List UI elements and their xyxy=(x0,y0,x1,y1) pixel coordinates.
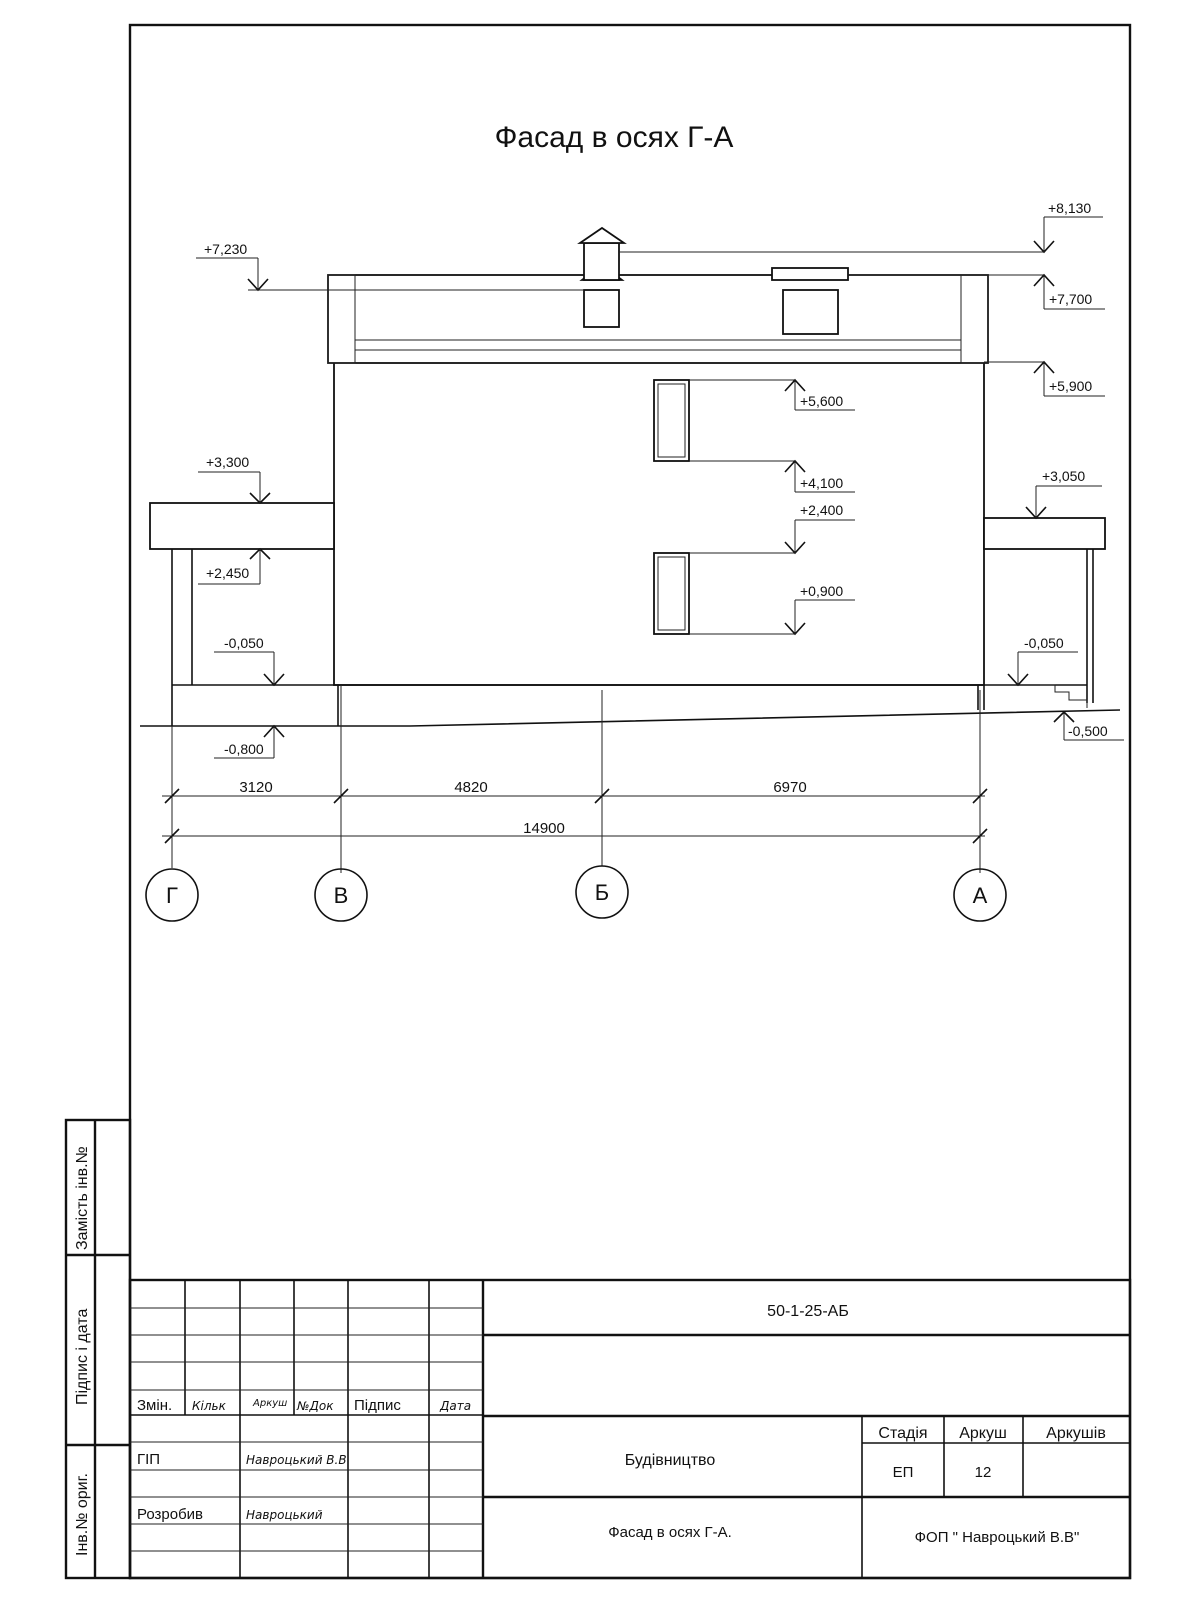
hdr-date: Дата xyxy=(439,1399,471,1413)
stage-label: Стадія xyxy=(878,1425,927,1442)
axis-label-g: Г xyxy=(166,883,178,908)
stamp-orig: Інв.№ ориг. xyxy=(74,1473,91,1556)
hdr-count: Кільк xyxy=(192,1399,227,1413)
drawing-title: Фасад в осях Г-А xyxy=(495,121,734,154)
stamp-replace: Замість інв.№ xyxy=(74,1146,91,1250)
axis-label-b: Б xyxy=(595,880,609,905)
hdr-sign: Підпис xyxy=(354,1397,401,1414)
dimension-lines: 3120 4820 6970 14900 xyxy=(162,685,988,873)
level-ground-right: -0,500 xyxy=(1068,723,1108,739)
window-lower xyxy=(653,552,690,635)
sheet-name: Фасад в осях Г-А. xyxy=(608,1524,732,1541)
right-canopy xyxy=(983,517,1106,550)
name-developer: Навроцький xyxy=(246,1508,323,1522)
axis-circle-b xyxy=(575,865,629,919)
dim-4820: 4820 xyxy=(454,779,487,796)
sheet-label: Аркуш xyxy=(959,1425,1007,1442)
ground-line xyxy=(140,709,1121,727)
stamp-sign-date: Підпис і дата xyxy=(74,1309,91,1405)
roof-vent-cap xyxy=(771,267,849,281)
level-ground-left: -0,800 xyxy=(224,741,264,757)
stage-value: ЕП xyxy=(893,1464,914,1481)
hdr-change: Змін. xyxy=(137,1397,172,1414)
level-win1-top: +2,400 xyxy=(800,502,843,518)
chimney xyxy=(583,289,620,328)
level-marks: +8,130 +7,700 +7,230 +5,900 +5,600 +4,10… xyxy=(196,200,1124,759)
construction-label: Будівництво xyxy=(625,1452,716,1469)
level-floor-right: -0,050 xyxy=(1024,635,1064,651)
window-lower-inner xyxy=(657,556,686,631)
sheet-value: 12 xyxy=(975,1464,992,1481)
window-upper xyxy=(653,379,690,462)
level-canopy-left-top: +3,300 xyxy=(206,454,249,470)
level-floor-left: -0,050 xyxy=(224,635,264,651)
axis-markers: Г В Б А xyxy=(145,865,1007,922)
dim-3120: 3120 xyxy=(239,779,272,796)
axis-label-a: А xyxy=(973,883,988,908)
level-win2-bottom: +4,100 xyxy=(800,475,843,491)
level-canopy-right-top: +3,050 xyxy=(1042,468,1085,484)
steps xyxy=(1040,684,1088,708)
role-developer: Розробив xyxy=(137,1506,203,1523)
level-roof-left: +7,230 xyxy=(204,241,247,257)
side-stamp: Замість інв.№ Підпис і дата Інв.№ ориг. xyxy=(64,1118,132,1580)
building-elevation xyxy=(140,226,1121,727)
roof-vent xyxy=(782,289,839,335)
level-canopy-left-bottom: +2,450 xyxy=(206,565,249,581)
hdr-sheet: Аркуш xyxy=(252,1398,287,1409)
level-eave: +5,900 xyxy=(1049,378,1092,394)
chimney-top-cap xyxy=(577,226,627,244)
company: ФОП " Навроцький В.В" xyxy=(915,1529,1080,1546)
level-win1-bottom: +0,900 xyxy=(800,583,843,599)
axis-circle-v xyxy=(314,868,368,922)
role-gip: ГІП xyxy=(137,1451,160,1468)
doc-code: 50-1-25-АБ xyxy=(767,1303,849,1320)
left-canopy xyxy=(149,502,335,550)
axis-circle-g xyxy=(145,868,199,922)
window-upper-inner xyxy=(657,383,686,458)
name-gip: Навроцький В.В xyxy=(246,1453,347,1467)
axis-circle-a xyxy=(953,868,1007,922)
level-win2-top: +5,600 xyxy=(800,393,843,409)
parapet-left-post xyxy=(327,274,356,364)
hdr-doc: №Док xyxy=(296,1399,334,1413)
dim-6970: 6970 xyxy=(773,779,806,796)
dim-total: 14900 xyxy=(523,820,565,837)
chimney-upper xyxy=(583,242,620,281)
level-roof-top: +7,700 xyxy=(1049,291,1092,307)
level-top-chimney: +8,130 xyxy=(1048,200,1091,216)
title-block: Змін. Кільк Аркуш №Док Підпис Дата ГІП Н… xyxy=(128,1278,1132,1580)
axis-label-v: В xyxy=(334,883,349,908)
sheets-label: Аркушів xyxy=(1046,1425,1106,1442)
